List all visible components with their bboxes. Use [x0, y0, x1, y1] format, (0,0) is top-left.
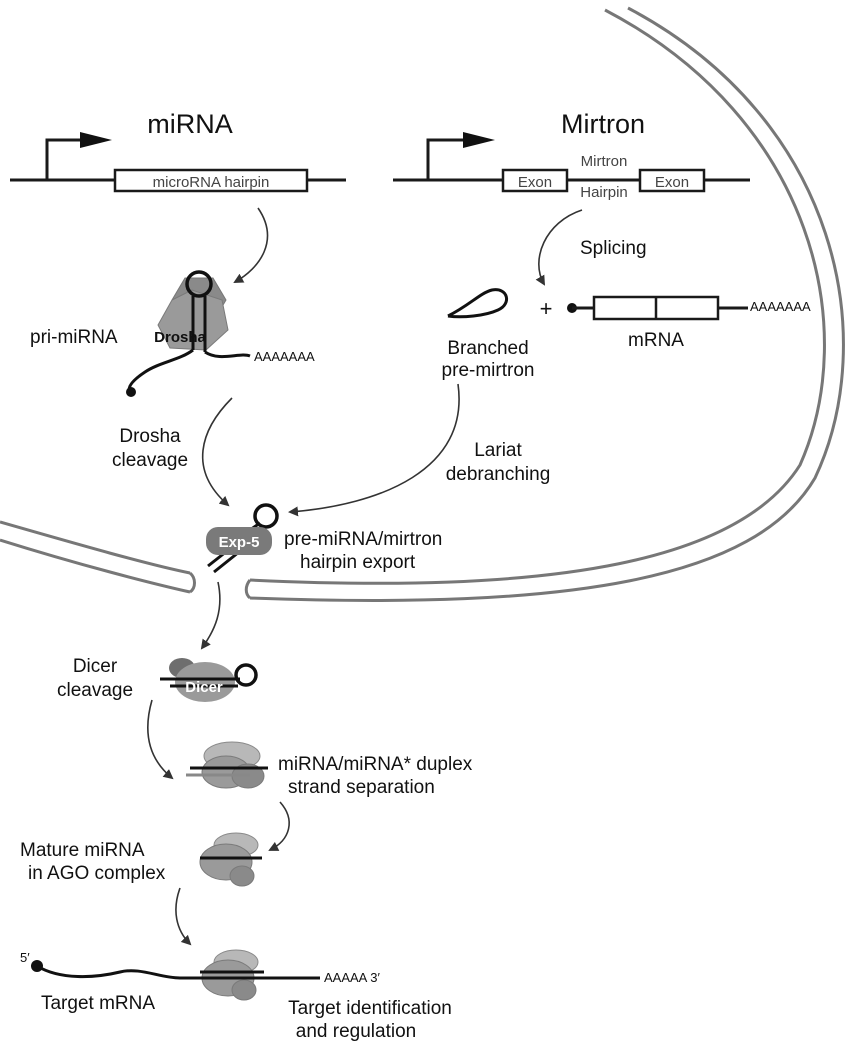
mirtron-gene: Exon Exon Mirtron Hairpin	[393, 132, 750, 201]
target-polya: AAAAA 3′	[324, 970, 380, 985]
exon-right-label: Exon	[655, 174, 689, 191]
five-prime-label: 5′	[20, 950, 30, 965]
lariat-label-line2: debranching	[446, 464, 551, 485]
microrna-hairpin-label: microRNA hairpin	[153, 174, 270, 191]
duplex-label-line2: strand separation	[288, 777, 435, 798]
dicer-arrow	[146, 699, 174, 780]
mirna-title: miRNA	[147, 109, 233, 139]
mature-ago-complex	[199, 832, 262, 887]
targeting-arrow	[175, 887, 192, 946]
dicer-cleavage-label-line1: Dicer	[73, 656, 118, 677]
exon-left-box	[501, 168, 569, 193]
plus-sign: +	[540, 296, 553, 321]
export-arrow	[200, 581, 221, 650]
mirna-gene: microRNA hairpin	[10, 132, 346, 193]
mature-label-line1: Mature miRNA	[20, 840, 145, 861]
nuclear-envelope	[0, 6, 845, 602]
dicer-complex: Dicer	[160, 658, 258, 702]
target-id-label-line2: and regulation	[296, 1021, 416, 1042]
exon-right-box	[638, 168, 706, 193]
dicer-cleavage-label-line2: cleavage	[57, 680, 133, 701]
target-mrna-label: Target mRNA	[41, 993, 155, 1014]
exp5-protein	[206, 527, 272, 555]
strand-separation-arrow	[268, 801, 290, 851]
branched-label-line1: Branched	[447, 338, 528, 359]
export-label-line1: pre-miRNA/mirtron	[284, 529, 442, 550]
target-mrna: 5′ AAAAA 3′	[20, 949, 380, 1001]
mrna-label: mRNA	[628, 330, 684, 351]
pri-mirna: Drosha AAAAAAA	[126, 270, 315, 397]
mirtron-title: Mirtron	[561, 109, 645, 139]
duplex-label-line1: miRNA/miRNA* duplex	[278, 754, 473, 775]
exportin-5-complex: Exp-5	[206, 503, 279, 574]
pri-mirna-polya: AAAAAAA	[254, 349, 315, 364]
splicing-arrow	[535, 209, 583, 286]
transcription-arrow	[233, 207, 269, 283]
drosha-label: Drosha	[154, 329, 206, 346]
dicer-label: Dicer	[185, 679, 223, 696]
pri-mirna-label: pri-miRNA	[30, 327, 118, 348]
target-id-label-line1: Target identification	[288, 998, 452, 1019]
exon-left-label: Exon	[518, 174, 552, 191]
drosha-cleavage-arrow	[201, 397, 233, 507]
mirtron-intron-label: Mirtron	[581, 153, 628, 170]
hairpin-intron-label: Hairpin	[580, 184, 628, 201]
mature-label-line2: in AGO complex	[28, 863, 166, 884]
microrna-hairpin-box	[113, 168, 309, 193]
mrna-polya: AAAAAAA	[750, 299, 811, 314]
drosha-cleavage-label-line1: Drosha	[119, 426, 181, 447]
spliced-mrna: AAAAAAA	[567, 295, 811, 321]
exp5-label: Exp-5	[219, 534, 260, 551]
duplex-ago-complex	[186, 741, 268, 789]
export-label-line2: hairpin export	[300, 552, 416, 573]
branched-pre-mirtron	[447, 288, 508, 319]
drosha-cleavage-label-line2: cleavage	[112, 450, 188, 471]
splicing-label: Splicing	[580, 238, 647, 259]
branched-label-line2: pre-mirtron	[442, 360, 535, 381]
lariat-debranching-arrow	[288, 383, 460, 517]
lariat-label-line1: Lariat	[474, 440, 522, 461]
